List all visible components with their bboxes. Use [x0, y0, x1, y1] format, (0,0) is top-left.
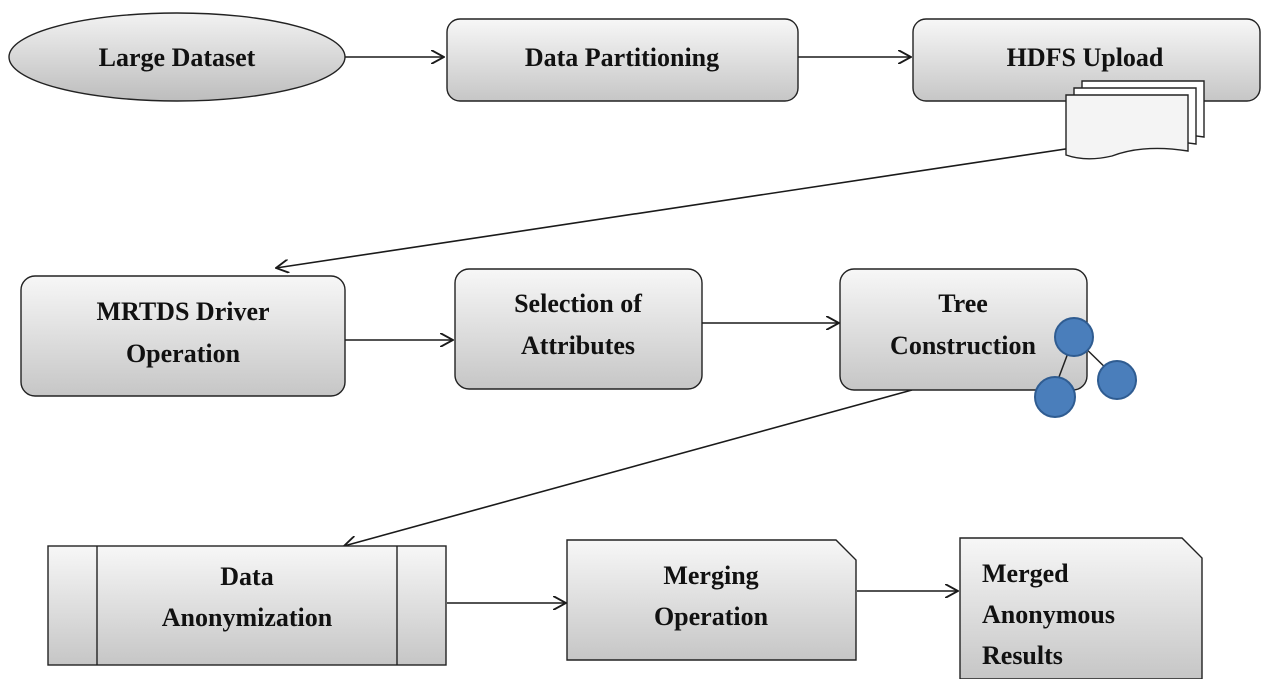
node-tree-construction: Tree Construction: [839, 268, 1137, 418]
node-label-line-2: Anonymous: [982, 600, 1115, 629]
tree-nodes-icon: [1034, 317, 1137, 418]
node-label-line-1: Data: [220, 562, 273, 591]
edge-hdfs-upload-to-mrtds-driver: [276, 141, 1113, 268]
node-merged-anonymous-results: Merged Anonymous Results: [959, 537, 1203, 679]
node-label-line-1: MRTDS Driver: [96, 297, 269, 326]
node-label-line-1: Merging: [663, 561, 758, 590]
edge-tree-construction-to-data-anonymization: [344, 389, 913, 546]
node-label-line-2: Attributes: [521, 331, 635, 360]
node-data-anonymization: Data Anonymization: [47, 545, 447, 666]
node-label: Data Partitioning: [525, 43, 719, 72]
node-mrtds-driver-operation: MRTDS Driver Operation: [20, 275, 346, 397]
node-label-line-1: Selection of: [514, 289, 642, 318]
node-label-line-3: Results: [982, 641, 1063, 670]
node-label: Large Dataset: [99, 43, 256, 72]
node-label-line-2: Anonymization: [162, 603, 333, 632]
node-label-line-2: Operation: [126, 339, 241, 368]
node-large-dataset: Large Dataset: [8, 12, 346, 102]
node-merging-operation: Merging Operation: [566, 539, 857, 661]
multi-document-icon: [1065, 80, 1205, 160]
node-label-line-2: Operation: [654, 602, 769, 631]
node-label-line-1: Tree: [938, 289, 988, 318]
node-data-partitioning: Data Partitioning: [446, 18, 799, 102]
edges: [276, 57, 1113, 603]
node-label: HDFS Upload: [1007, 43, 1164, 72]
node-selection-of-attributes: Selection of Attributes: [454, 268, 703, 390]
node-label-line-1: Merged: [982, 559, 1069, 588]
node-label-line-2: Construction: [890, 331, 1036, 360]
node-hdfs-upload: HDFS Upload: [912, 18, 1261, 160]
